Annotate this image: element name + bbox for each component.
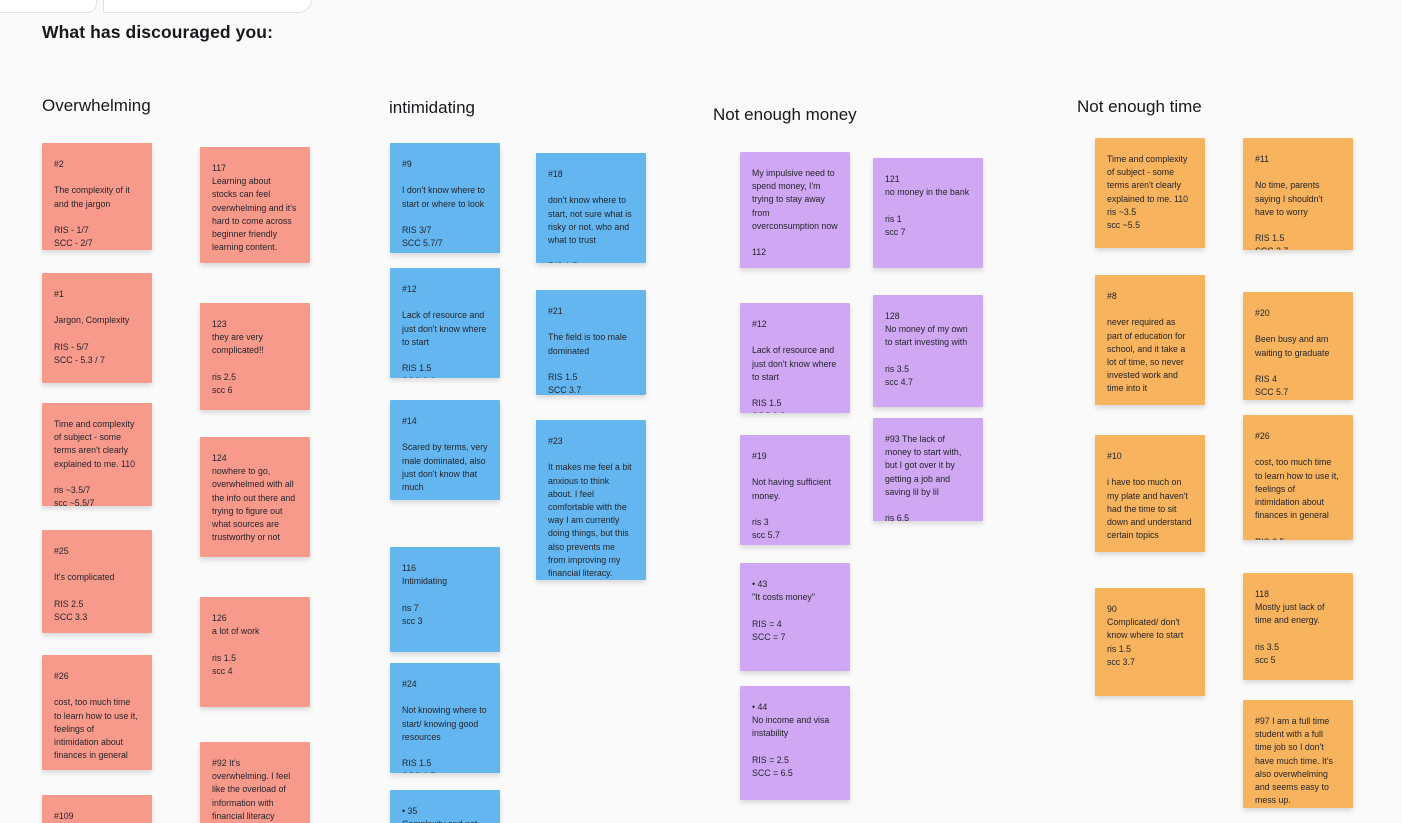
sticky-note[interactable]: • 44 No income and visa instability RIS …: [740, 686, 850, 800]
sticky-note[interactable]: #97 I am a full time student with a full…: [1243, 700, 1353, 808]
group-header-not-enough-time[interactable]: Not enough time: [1077, 97, 1202, 116]
sticky-note[interactable]: #14 Scared by terms, very male dominated…: [390, 400, 500, 500]
section-tab-outline: [0, 0, 97, 13]
sticky-note[interactable]: Time and complexity of subject - some te…: [42, 403, 152, 506]
sticky-note[interactable]: 121 no money in the bank ris 1 scc 7: [873, 158, 983, 268]
sticky-note[interactable]: • 35 Complexity and not: [390, 790, 500, 823]
sticky-note[interactable]: #26 cost, too much time to learn how to …: [1243, 415, 1353, 540]
sticky-note[interactable]: 90 Complicated/ don't know where to star…: [1095, 588, 1205, 696]
sticky-note[interactable]: #19 Not having sufficient money. ris 3 s…: [740, 435, 850, 545]
sticky-note[interactable]: #18 don't know where to start, not sure …: [536, 153, 646, 263]
sticky-note[interactable]: #1 Jargon, Complexity RIS - 5/7 SCC - 5.…: [42, 273, 152, 383]
sticky-note[interactable]: #20 Been busy and am waiting to graduate…: [1243, 292, 1353, 400]
sticky-note[interactable]: #23 It makes me feel a bit anxious to th…: [536, 420, 646, 580]
sticky-note[interactable]: #2 The complexity of it and the jargon R…: [42, 143, 152, 250]
sticky-note[interactable]: #26 cost, too much time to learn how to …: [42, 655, 152, 770]
group-header-overwhelming[interactable]: Overwhelming: [42, 96, 151, 115]
sticky-note[interactable]: #25 It's complicated RIS 2.5 SCC 3.3: [42, 530, 152, 633]
sticky-note[interactable]: #92 It's overwhelming. I feel like the o…: [200, 742, 310, 823]
sticky-note[interactable]: • 43 "It costs money" RIS = 4 SCC = 7: [740, 563, 850, 671]
sticky-note[interactable]: #24 Not knowing where to start/ knowing …: [390, 663, 500, 773]
sticky-note[interactable]: #10 i have too much on my plate and have…: [1095, 435, 1205, 552]
board-title[interactable]: What has discouraged you:: [42, 22, 273, 42]
sticky-note[interactable]: #12 Lack of resource and just don't know…: [740, 303, 850, 413]
sticky-note[interactable]: 124 nowhere to go, overwhelmed with all …: [200, 437, 310, 557]
sticky-note[interactable]: #109: [42, 795, 152, 823]
section-edge-outline: [103, 0, 312, 13]
sticky-note[interactable]: #21 The field is too male dominated RIS …: [536, 290, 646, 395]
sticky-note[interactable]: #9 I don't know where to start or where …: [390, 143, 500, 253]
sticky-note[interactable]: 117 Learning about stocks can feel overw…: [200, 147, 310, 263]
sticky-note[interactable]: #12 Lack of resource and just don't know…: [390, 268, 500, 378]
sticky-note[interactable]: Time and complexity of subject - some te…: [1095, 138, 1205, 248]
sticky-note[interactable]: #93 The lack of money to start with, but…: [873, 418, 983, 521]
sticky-note[interactable]: 128 No money of my own to start investin…: [873, 295, 983, 407]
sticky-note[interactable]: 116 Intimidating ris 7 scc 3: [390, 547, 500, 652]
sticky-note[interactable]: 126 a lot of work ris 1.5 scc 4: [200, 597, 310, 707]
group-header-not-enough-money[interactable]: Not enough money: [713, 105, 857, 124]
sticky-note[interactable]: #11 No time, parents saying I shouldn't …: [1243, 138, 1353, 250]
sticky-note[interactable]: My impulsive need to spend money, I'm tr…: [740, 152, 850, 268]
sticky-note[interactable]: 123 they are very complicated!! ris 2.5 …: [200, 303, 310, 410]
sticky-note[interactable]: 118 Mostly just lack of time and energy.…: [1243, 573, 1353, 680]
sticky-note[interactable]: #8 never required as part of education f…: [1095, 275, 1205, 405]
group-header-intimidating[interactable]: intimidating: [389, 98, 475, 117]
